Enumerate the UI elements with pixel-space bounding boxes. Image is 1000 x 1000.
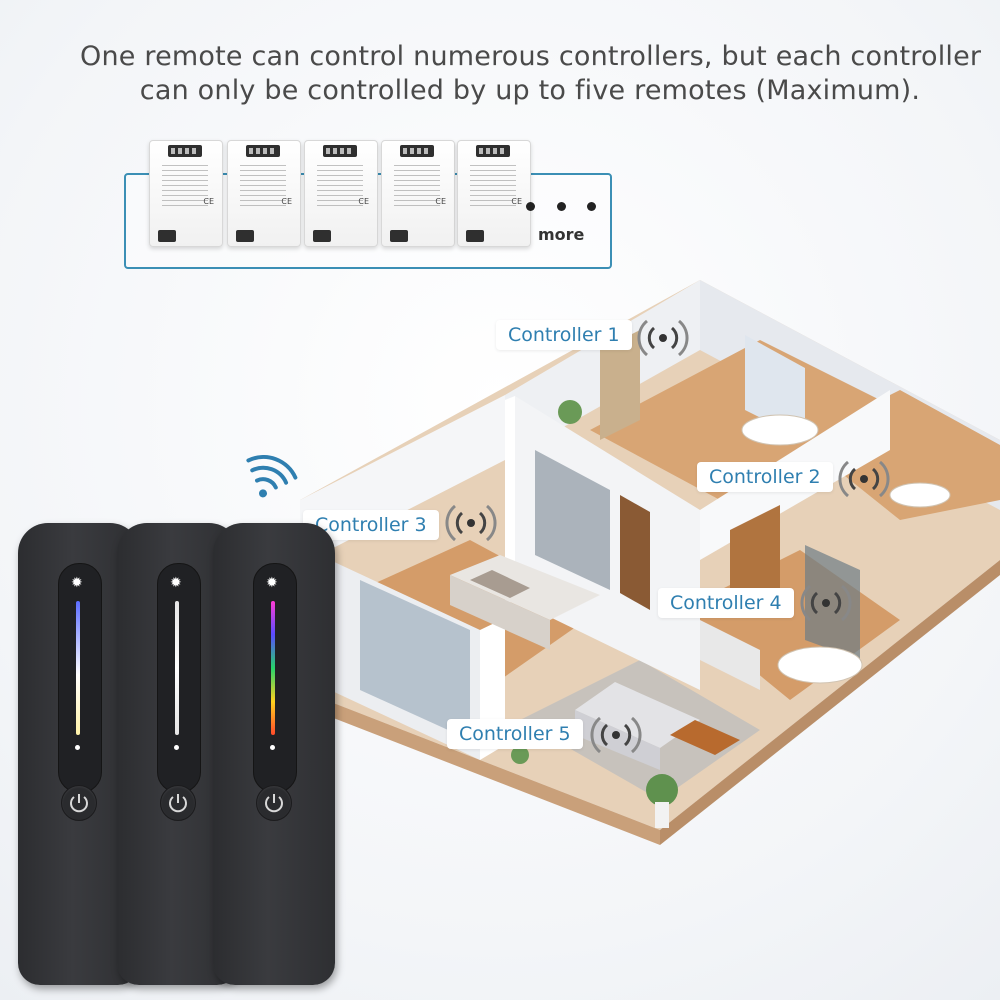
controller-label: Controller 2 xyxy=(697,462,833,492)
headline-line-1: One remote can control numerous controll… xyxy=(80,41,982,72)
signal-waves-icon xyxy=(838,460,890,498)
more-label: more xyxy=(538,225,585,244)
power-icon xyxy=(169,794,187,813)
controller-label: Controller 4 xyxy=(658,588,794,618)
brightness-bar xyxy=(76,601,80,735)
headline-line-2: can only be controlled by up to five rem… xyxy=(139,75,921,106)
power-button[interactable] xyxy=(160,785,196,821)
signal-waves-icon xyxy=(800,584,852,622)
more-dots-icon xyxy=(526,202,596,211)
signal-waves-icon xyxy=(445,504,497,542)
power-button[interactable] xyxy=(61,785,97,821)
controller-module: CE xyxy=(227,140,301,247)
sun-icon: ✹ xyxy=(71,575,83,591)
dot-icon xyxy=(174,745,179,750)
controller-module: CE xyxy=(381,140,455,247)
dot-icon xyxy=(75,745,80,750)
controller-module: CE xyxy=(304,140,378,247)
controller-label: Controller 1 xyxy=(496,320,632,350)
power-icon xyxy=(265,794,283,813)
headline: One remote can control numerous controll… xyxy=(80,40,982,108)
power-icon xyxy=(70,794,88,813)
sun-icon: ✹ xyxy=(170,575,182,591)
dot-icon xyxy=(270,745,275,750)
signal-waves-icon xyxy=(637,319,689,357)
controller-label: Controller 3 xyxy=(303,510,439,540)
controller-module: CE xyxy=(149,140,223,247)
sun-icon: ✹ xyxy=(266,575,278,591)
controller-label: Controller 5 xyxy=(447,719,583,749)
color-bar xyxy=(271,601,275,735)
brightness-bar xyxy=(175,601,179,735)
remote-rgb[interactable]: ✹ xyxy=(213,523,335,985)
power-button[interactable] xyxy=(256,785,292,821)
wifi-icon xyxy=(246,455,298,498)
controller-module: CE xyxy=(457,140,531,247)
touch-strip[interactable] xyxy=(58,563,102,793)
touch-strip[interactable] xyxy=(253,563,297,793)
signal-waves-icon xyxy=(590,716,642,754)
touch-strip[interactable] xyxy=(157,563,201,793)
